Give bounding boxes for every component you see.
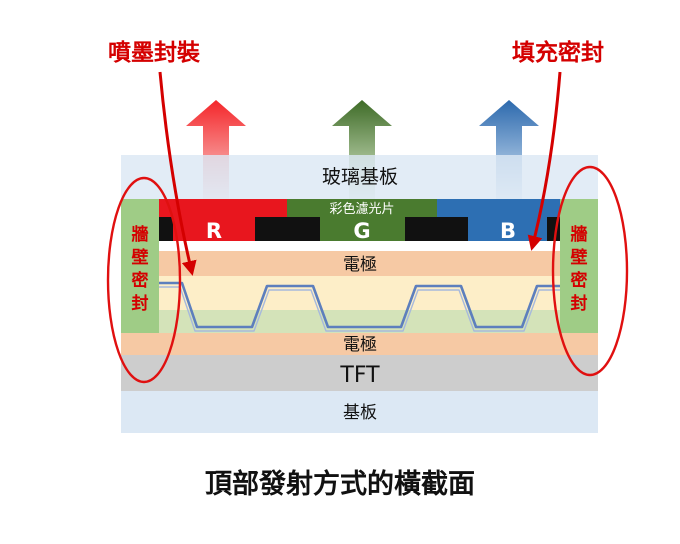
pixel-green-label: G <box>353 219 370 243</box>
pixel-bank-profile <box>159 281 560 329</box>
black-matrix-1 <box>159 217 173 241</box>
green-emission-arrow <box>332 100 392 202</box>
blue-emission-arrow <box>479 100 539 202</box>
wall-seal-left-char-2: 壁 <box>132 247 149 268</box>
wall-seal-left-char-1: 牆 <box>132 224 149 245</box>
wall-seal-right-char-2: 壁 <box>571 247 588 268</box>
red-emission-arrow <box>186 100 246 202</box>
pixel-red-label: R <box>206 219 222 243</box>
fill-seal-label: 填充密封 <box>512 39 604 66</box>
wall-seal-right-char-1: 牆 <box>571 224 588 245</box>
electrode-bottom-layer <box>121 333 598 355</box>
diagram-caption: 頂部發射方式的橫截面 <box>205 469 475 500</box>
wall-seal-left-highlight <box>106 176 182 384</box>
substrate-layer <box>121 391 598 433</box>
pixel-bank-profile-inner <box>159 286 560 332</box>
color-filter-green <box>287 199 437 217</box>
wall-seal-left <box>121 199 159 333</box>
wall-seal-left-char-3: 密 <box>132 270 149 291</box>
fill-seal-pointer-arrow <box>527 71 562 251</box>
color-filter-red <box>159 199 287 217</box>
wall-seal-left-label: 牆 壁 密 封 <box>132 224 149 314</box>
electrode-top-layer <box>159 251 560 276</box>
wall-seal-right-highlight <box>551 165 629 377</box>
wall-seal-right-label: 牆 壁 密 封 <box>571 224 588 314</box>
emitter-green-region <box>159 310 560 333</box>
color-filter-label: 彩色濾光片 <box>329 201 394 217</box>
electrode-top-label: 電極 <box>343 255 377 275</box>
pixel-green <box>320 217 405 241</box>
color-filter-blue <box>437 199 560 217</box>
tft-layer <box>121 355 598 391</box>
glass-substrate-label: 玻璃基板 <box>322 166 398 188</box>
electrode-bottom-label: 電極 <box>343 335 377 355</box>
wall-seal-left-char-4: 封 <box>132 293 149 314</box>
black-matrix-3 <box>405 217 468 241</box>
glass-substrate-layer <box>121 155 598 199</box>
ink-seal-pointer-arrow <box>158 71 197 276</box>
substrate-label: 基板 <box>343 403 377 423</box>
black-matrix-2 <box>255 217 320 241</box>
tft-label: TFT <box>339 363 380 388</box>
pixel-blue-label: B <box>500 219 516 243</box>
wall-seal-right-char-3: 密 <box>571 270 588 291</box>
wall-seal-right <box>560 199 598 333</box>
wall-seal-right-char-4: 封 <box>571 293 588 314</box>
pixel-red <box>173 217 255 241</box>
ink-seal-label: 噴墨封裝 <box>108 39 201 66</box>
